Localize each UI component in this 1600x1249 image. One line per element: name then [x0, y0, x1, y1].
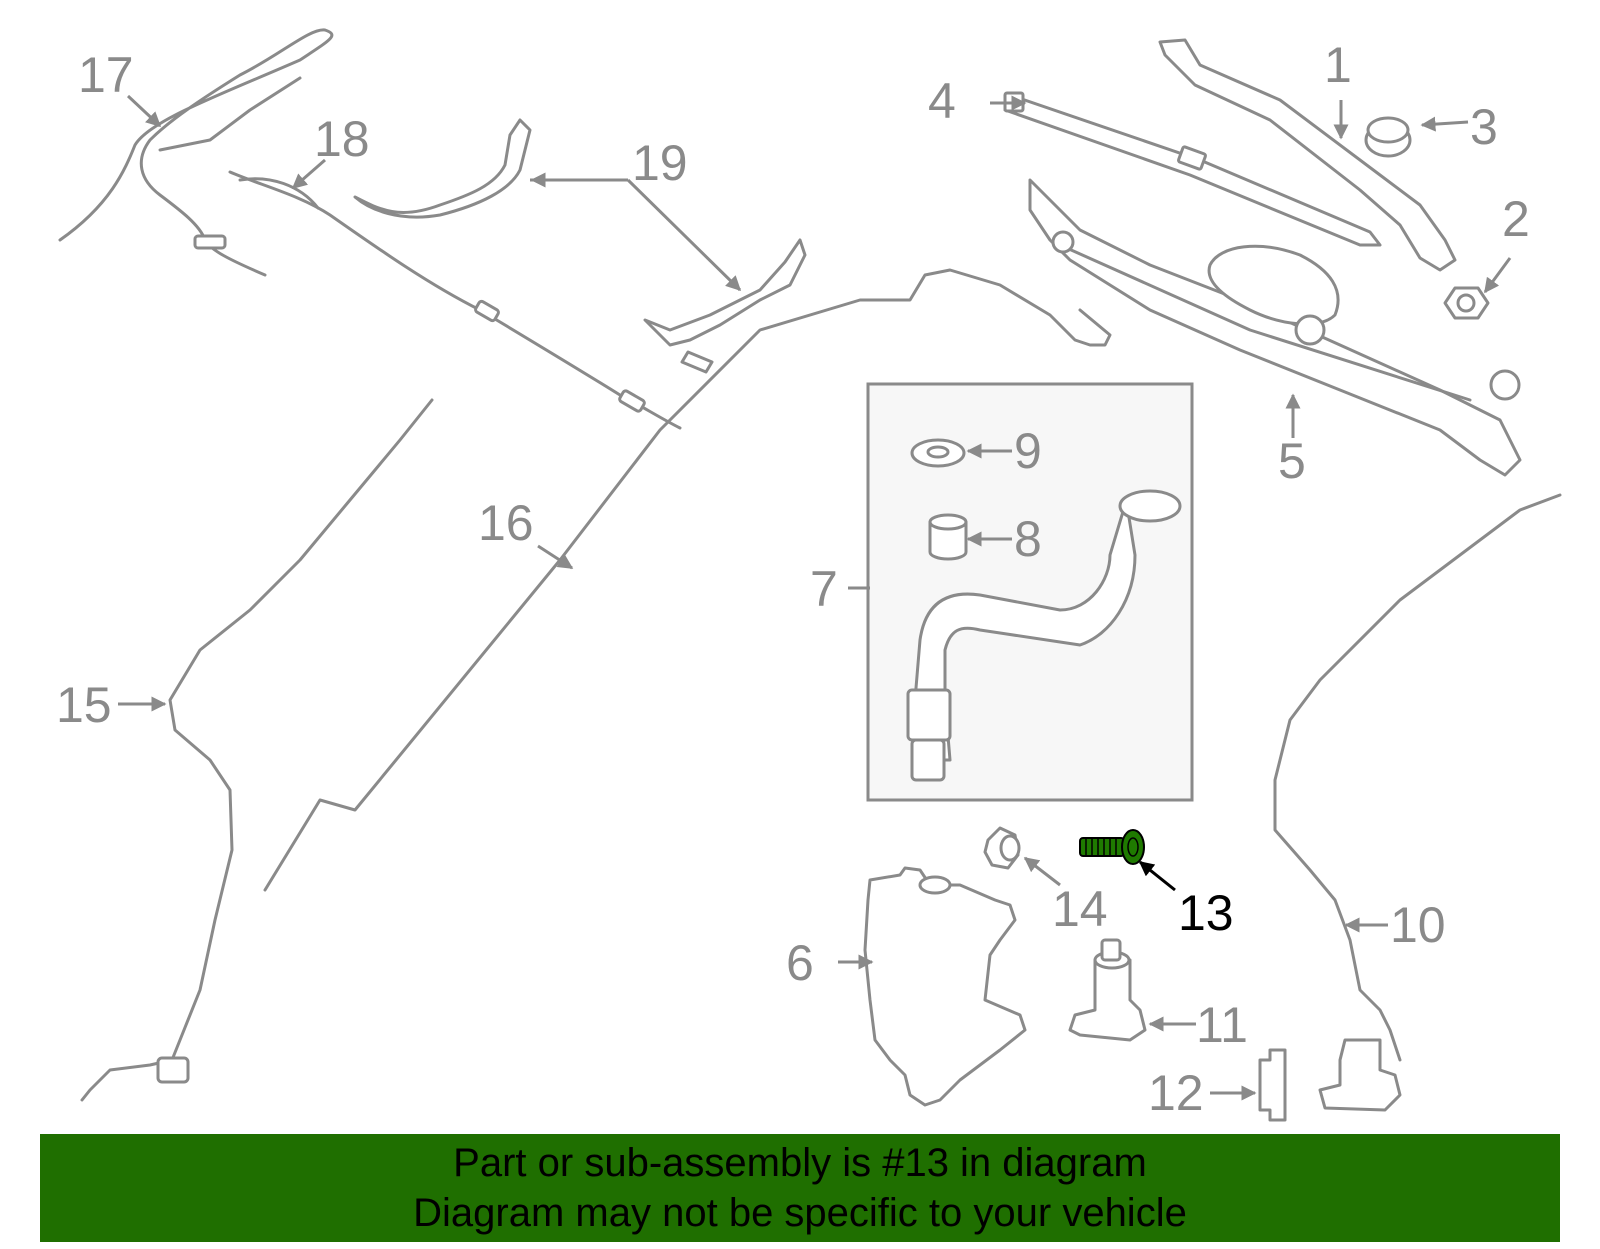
callout-4: 4 — [928, 73, 956, 129]
part-5-wiper-linkage — [1028, 178, 1522, 477]
part-9-seal — [910, 438, 966, 468]
callout-18: 18 — [314, 111, 370, 167]
callout-19: 19 — [632, 135, 688, 191]
part-17-washer-hose — [58, 28, 334, 277]
part-10-hose — [1273, 493, 1562, 1112]
callout-8: 8 — [1014, 511, 1042, 567]
part-18-hose — [228, 170, 682, 430]
info-banner: Part or sub-assembly is #13 in diagram D… — [40, 1134, 1560, 1242]
callout-1: 1 — [1324, 37, 1352, 93]
part-2-nut — [1443, 286, 1490, 320]
part-16-hose — [263, 268, 1112, 892]
callout-2: 2 — [1502, 191, 1530, 247]
callout-9: 9 — [1014, 423, 1042, 479]
callout-11: 11 — [1196, 997, 1248, 1053]
banner-line-1: Part or sub-assembly is #13 in diagram — [453, 1141, 1147, 1185]
part-15-hose — [80, 398, 434, 1102]
part-11-pump — [1068, 938, 1147, 1042]
callout-7: 7 — [810, 561, 838, 617]
callout-5: 5 — [1278, 433, 1306, 489]
part-12-clip — [1258, 1048, 1287, 1122]
part-1-wiper-arm — [1158, 38, 1457, 272]
part-14-nut — [983, 826, 1021, 870]
part-4-wiper-blade — [1003, 91, 1382, 247]
part-13-bolt — [1079, 829, 1145, 865]
callout-10: 10 — [1390, 897, 1446, 953]
callout-12: 12 — [1148, 1065, 1204, 1121]
callout-13: 13 — [1178, 885, 1234, 941]
part-8-grommet — [928, 513, 968, 561]
callout-14: 14 — [1052, 881, 1108, 937]
callout-6: 6 — [786, 935, 814, 991]
part-19-nozzle — [353, 118, 807, 374]
part-3-cap — [1364, 116, 1412, 158]
leader-lines — [118, 94, 1512, 1101]
callout-16: 16 — [478, 495, 534, 551]
banner-line-2: Diagram may not be specific to your vehi… — [413, 1191, 1187, 1235]
callout-17: 17 — [78, 47, 134, 103]
callout-3: 3 — [1470, 99, 1498, 155]
part-6-reservoir — [863, 866, 1027, 1107]
callout-15: 15 — [56, 677, 112, 733]
parts-diagram: 1 2 3 4 5 6 7 8 9 10 11 12 13 14 15 16 1… — [56, 28, 1562, 1122]
